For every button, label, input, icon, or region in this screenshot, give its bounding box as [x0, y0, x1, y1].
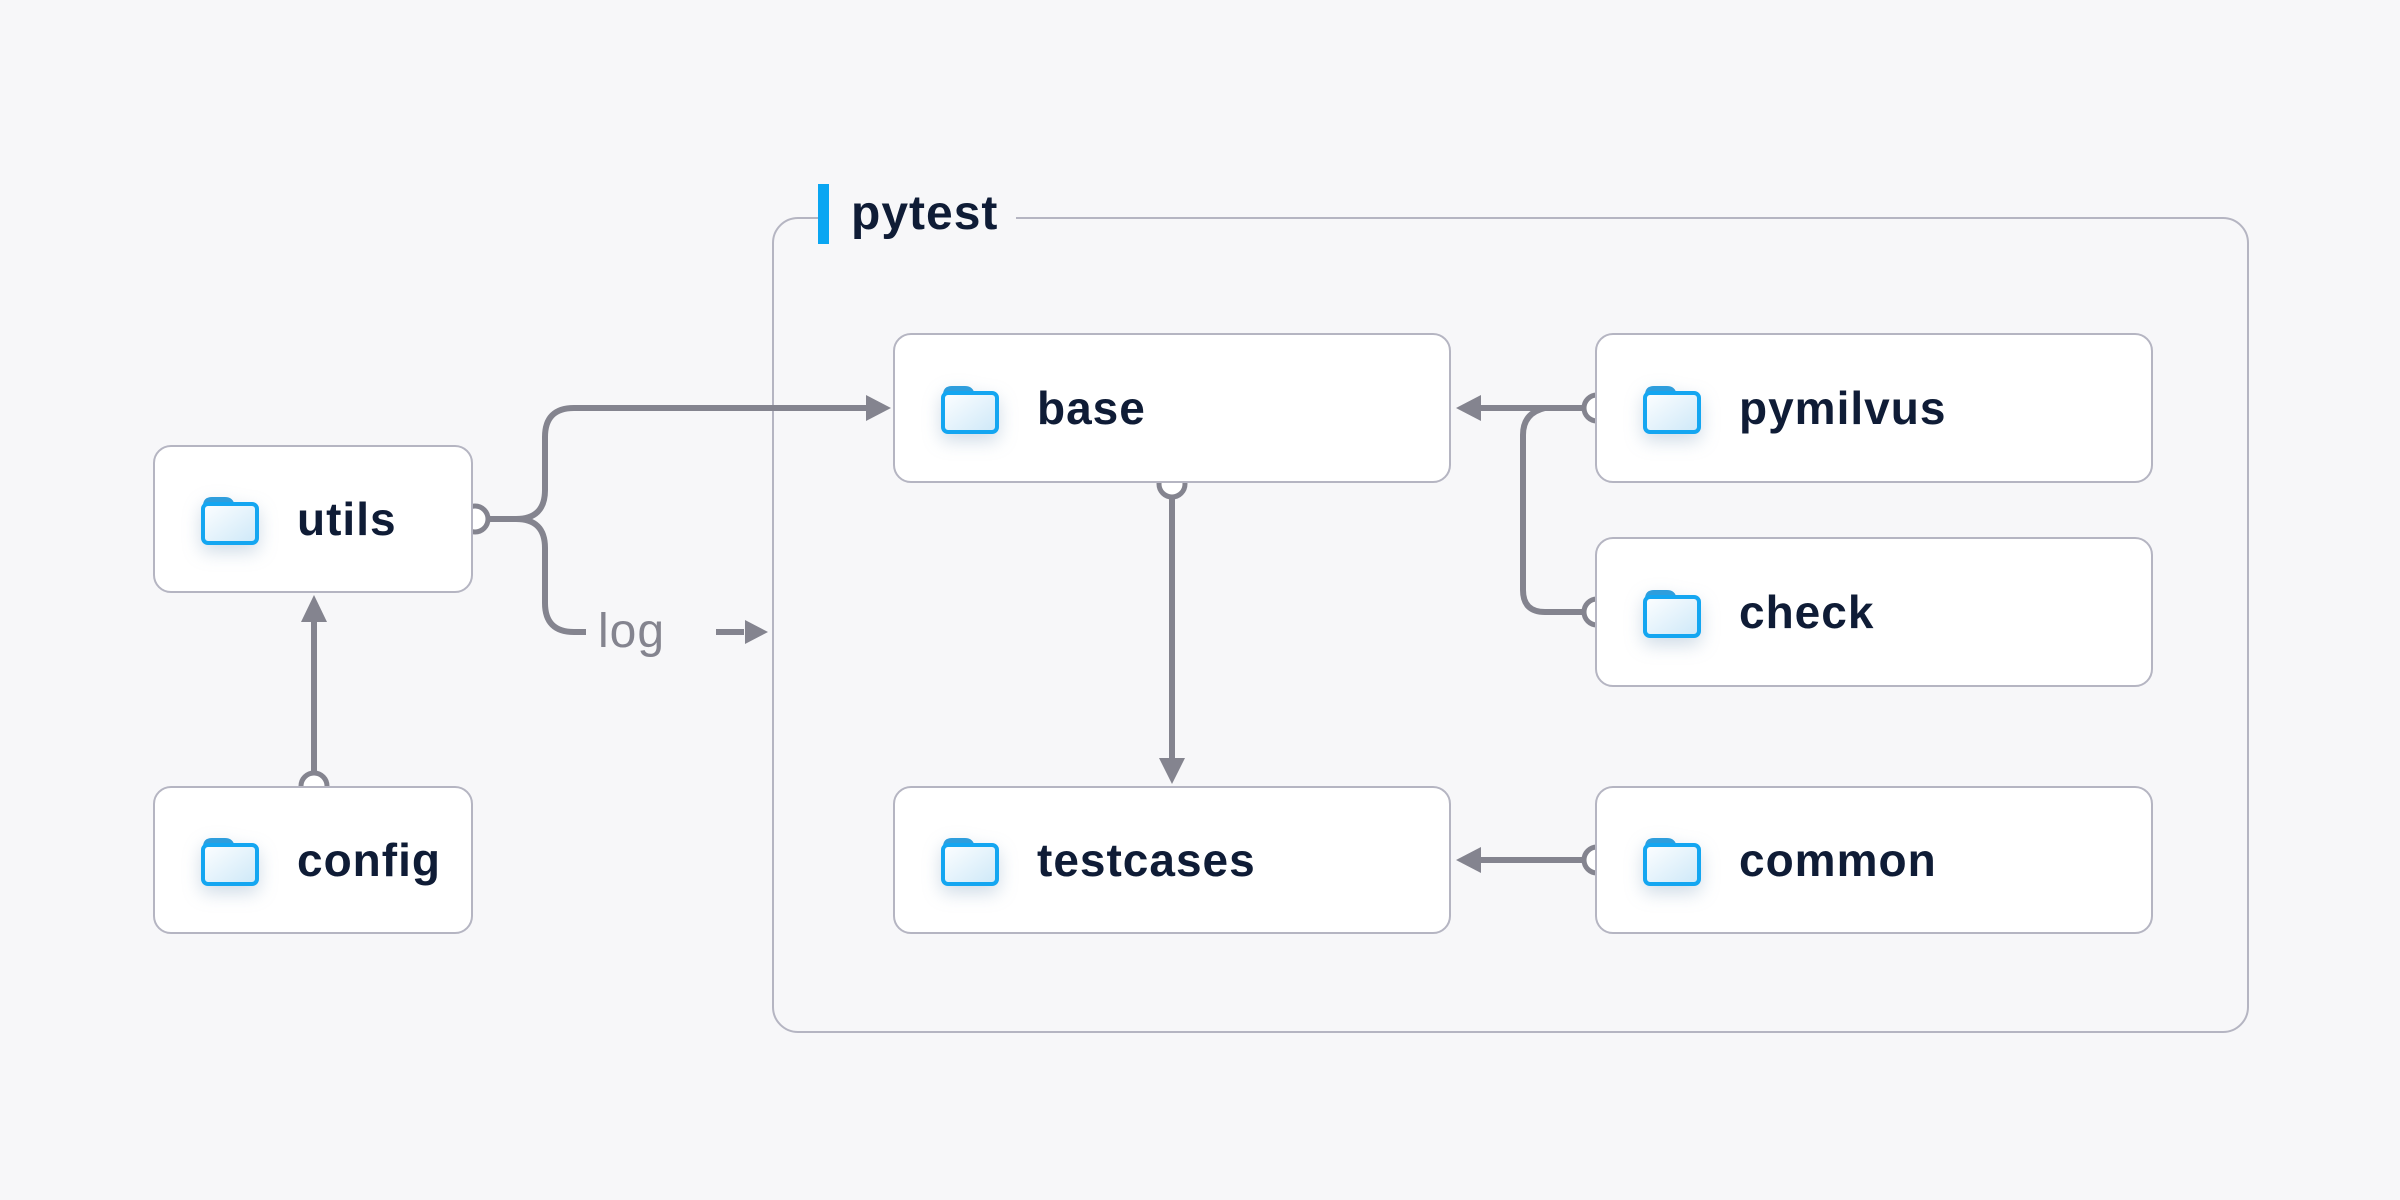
node-pymilvus: pymilvus [1595, 333, 2153, 483]
arrowhead-right-icon [866, 395, 891, 421]
arrowhead-left2-icon [1456, 847, 1481, 873]
edge-common-to-testcases [1456, 844, 1613, 876]
pytest-group-label: pytest [818, 184, 1017, 244]
node-config: config [153, 786, 473, 934]
arrowhead-left-icon [1456, 395, 1481, 421]
edge-config-to-utils [298, 595, 330, 802]
folder-icon [1641, 381, 1703, 435]
node-label: testcases [1037, 834, 1256, 886]
folder-icon [939, 381, 1001, 435]
folder-icon [939, 833, 1001, 887]
folder-icon [199, 492, 261, 546]
arrowhead-small-right-icon [745, 620, 768, 644]
edge-base-to-testcases [1156, 468, 1188, 784]
node-label: config [297, 834, 441, 886]
node-testcases: testcases [893, 786, 1451, 934]
edge-pymilvus-check-to-base [1456, 392, 1613, 628]
arrowhead-down-icon [1159, 758, 1185, 784]
arrowhead-up-icon [301, 595, 327, 622]
node-label: pymilvus [1739, 382, 1947, 434]
folder-icon [1641, 585, 1703, 639]
edge-label-log: log [598, 605, 666, 658]
node-label: check [1739, 586, 1875, 638]
node-label: common [1739, 834, 1937, 886]
folder-icon [199, 833, 261, 887]
node-base: base [893, 333, 1451, 483]
edge-utils-to-base-and-log [459, 395, 891, 644]
node-label: utils [297, 493, 397, 545]
pytest-group-title: pytest [851, 187, 999, 240]
node-label: base [1037, 382, 1146, 434]
node-common: common [1595, 786, 2153, 934]
folder-icon [1641, 833, 1703, 887]
node-check: check [1595, 537, 2153, 687]
blue-accent-bar [818, 184, 829, 244]
node-utils: utils [153, 445, 473, 593]
pytest-group-border [772, 217, 2249, 1033]
